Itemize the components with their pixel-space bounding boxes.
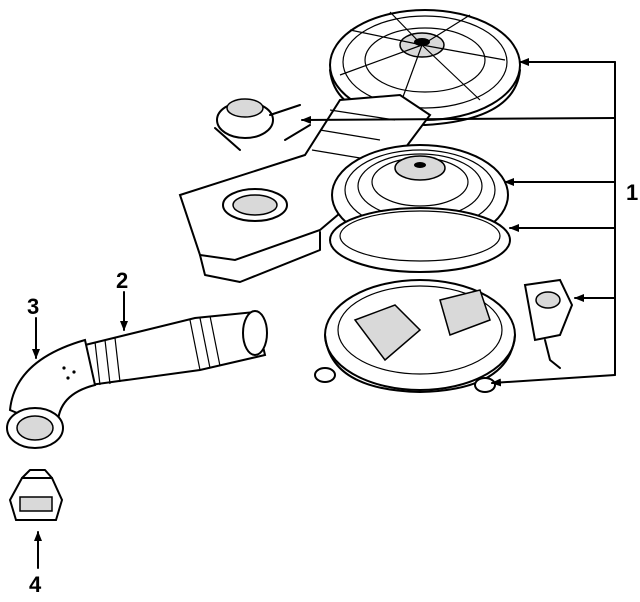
- callout-3: 3: [27, 294, 39, 319]
- vacuum-motor: [214, 98, 311, 151]
- leader-lines-part-1: [301, 58, 616, 387]
- callout-4: 4: [29, 572, 42, 597]
- air-cleaner-housing: [314, 279, 516, 393]
- hose-clamp: [8, 469, 64, 521]
- gasket-ring: [329, 207, 511, 273]
- callout-1: 1: [626, 180, 638, 205]
- temperature-sensor: [523, 278, 574, 369]
- elbow-duct: [6, 338, 97, 449]
- intake-snorkel: [178, 93, 432, 283]
- intake-hose: [83, 310, 268, 387]
- air-cleaner-cover: [329, 9, 521, 126]
- callout-2: 2: [116, 268, 128, 293]
